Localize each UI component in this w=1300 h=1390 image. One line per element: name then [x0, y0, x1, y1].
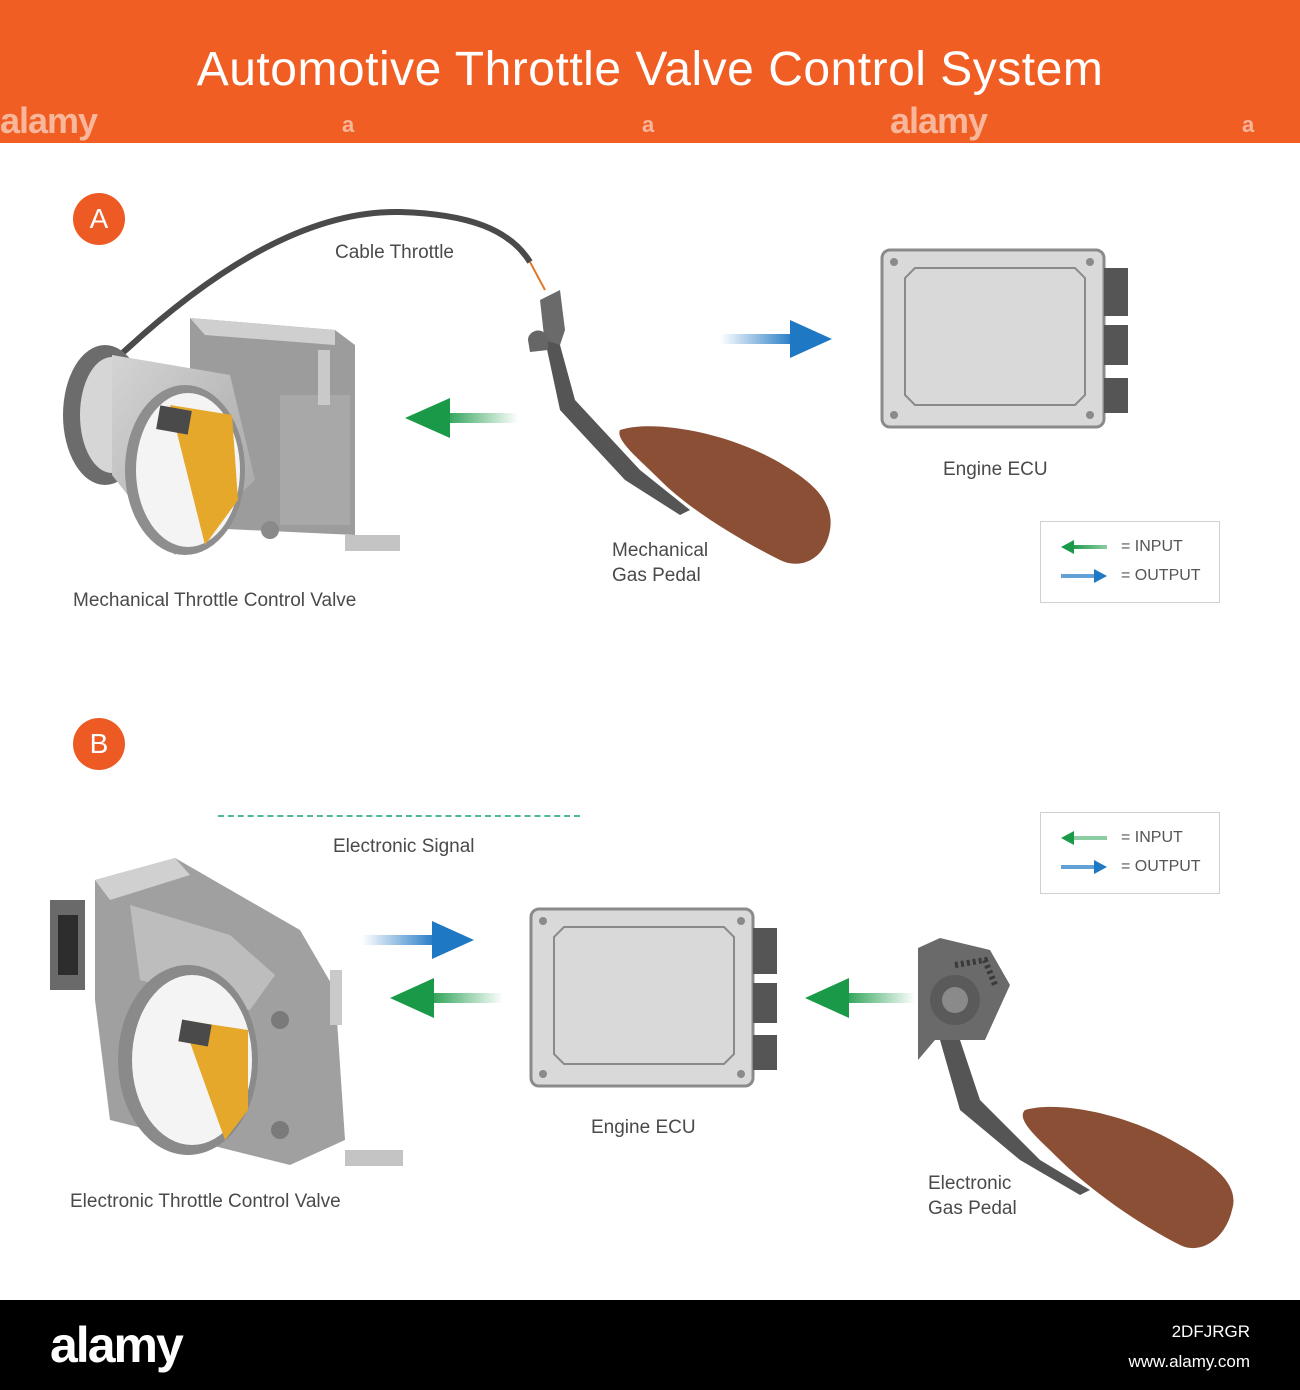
mechanical-gas-pedal-image: [528, 290, 831, 564]
electronic-gas-pedal-image: [918, 938, 1234, 1249]
legend-output-row: = OUTPUT: [1061, 565, 1221, 587]
electronic-valve-label: Electronic Throttle Control Valve: [70, 1191, 341, 1212]
page-title: Automotive Throttle Valve Control System: [196, 43, 1104, 96]
input-arrow-icon: [1061, 831, 1107, 845]
footer-bar: alamy 2DFJRGR www.alamy.com: [0, 1300, 1300, 1390]
legend-output-label: = OUTPUT: [1121, 858, 1201, 875]
section-b-badge: B: [73, 718, 125, 770]
output-arrow-icon: [1061, 860, 1107, 874]
electronic-throttle-valve-image: [50, 858, 403, 1166]
footer-url-link[interactable]: www.alamy.com: [1128, 1352, 1250, 1371]
electronic-signal-label: Electronic Signal: [333, 836, 475, 857]
legend-output-row: = OUTPUT: [1061, 856, 1221, 878]
watermark-mark: a: [342, 112, 354, 137]
input-arrow-icon: [1061, 540, 1107, 554]
legend-b: = INPUT = OUTPUT: [1040, 812, 1220, 894]
section-a-badge: A: [73, 193, 125, 245]
legend-input-label: = INPUT: [1121, 538, 1183, 555]
cable-throttle-label: Cable Throttle: [335, 242, 454, 263]
image-id: 2DFJRGR: [1171, 1322, 1250, 1341]
electronic-pedal-label: Electronic Gas Pedal: [928, 1173, 1017, 1219]
legend-input-row: = INPUT: [1061, 536, 1221, 558]
alamy-logo[interactable]: alamy: [50, 1317, 184, 1373]
arrow-output-a: [720, 320, 832, 358]
mechanical-pedal-label: Mechanical Gas Pedal: [612, 540, 709, 586]
watermark: alamy: [890, 100, 988, 141]
arrow-input-b-left: [390, 978, 503, 1018]
output-arrow-icon: [1061, 569, 1107, 583]
legend-output-label: = OUTPUT: [1121, 567, 1201, 584]
watermark-mark: a: [1242, 112, 1254, 137]
diagram-artwork: [50, 208, 1234, 1249]
watermark: alamy: [0, 100, 98, 141]
engine-ecu-image-b: [529, 907, 777, 1088]
arrow-input-b-right: [805, 978, 915, 1018]
electronic-signal-line: [218, 815, 580, 817]
arrow-output-b: [362, 921, 474, 959]
legend-a: = INPUT = OUTPUT: [1040, 521, 1220, 603]
arrow-input-a: [405, 398, 518, 438]
watermark-mark: a: [642, 112, 654, 137]
legend-input-label: = INPUT: [1121, 829, 1183, 846]
ecu-label-a: Engine ECU: [943, 459, 1048, 480]
ecu-label-b: Engine ECU: [591, 1117, 696, 1138]
engine-ecu-image-a: [880, 248, 1128, 429]
header-banner: [0, 0, 1300, 143]
mechanical-throttle-valve-image: [63, 318, 400, 555]
legend-input-row: = INPUT: [1061, 827, 1221, 849]
mechanical-valve-label: Mechanical Throttle Control Valve: [73, 590, 357, 611]
